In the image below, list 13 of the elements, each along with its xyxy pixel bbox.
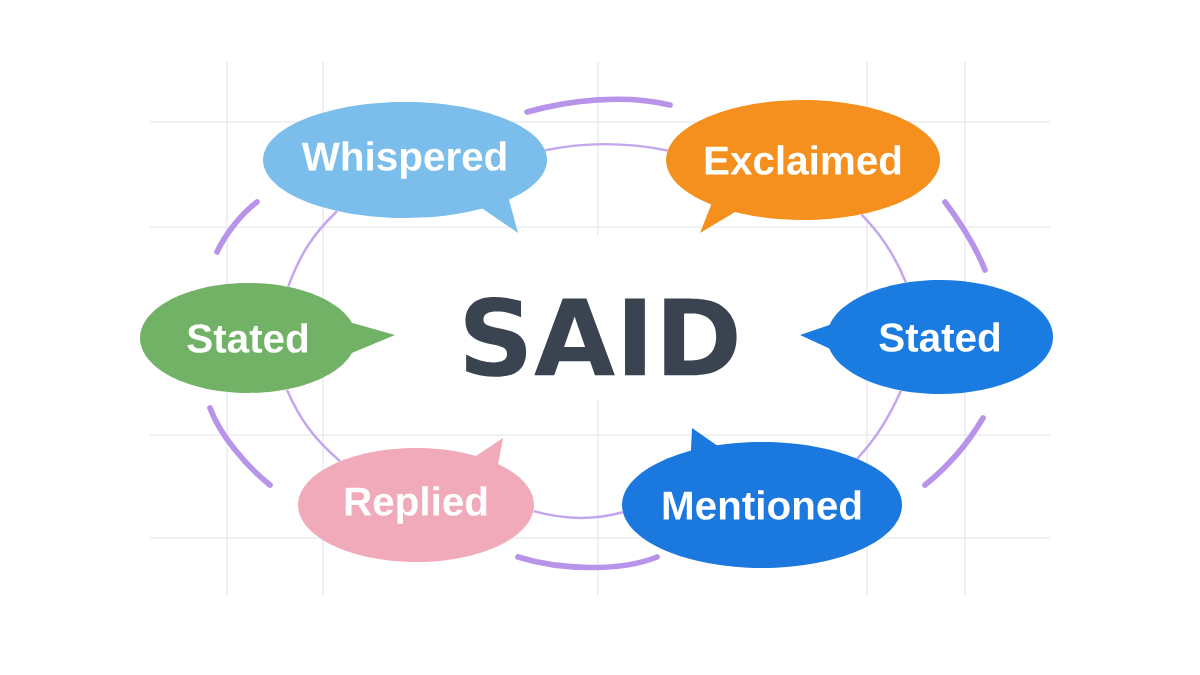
speech-bubble: Exclaimed — [666, 100, 940, 233]
headline-word: SAID — [465, 297, 737, 377]
connector-arc — [287, 210, 338, 288]
speech-bubble: Stated — [800, 280, 1053, 394]
speech-bubble: Mentioned — [622, 428, 902, 568]
connector-arc — [285, 389, 341, 462]
connector-arc — [856, 390, 903, 460]
connector-arc — [860, 213, 907, 283]
connector-arc — [533, 509, 623, 520]
speech-bubble: Replied — [298, 438, 534, 562]
speech-bubble: Stated — [140, 283, 395, 393]
speech-bubble: Whispered — [263, 102, 547, 233]
connector-arc — [545, 142, 668, 152]
